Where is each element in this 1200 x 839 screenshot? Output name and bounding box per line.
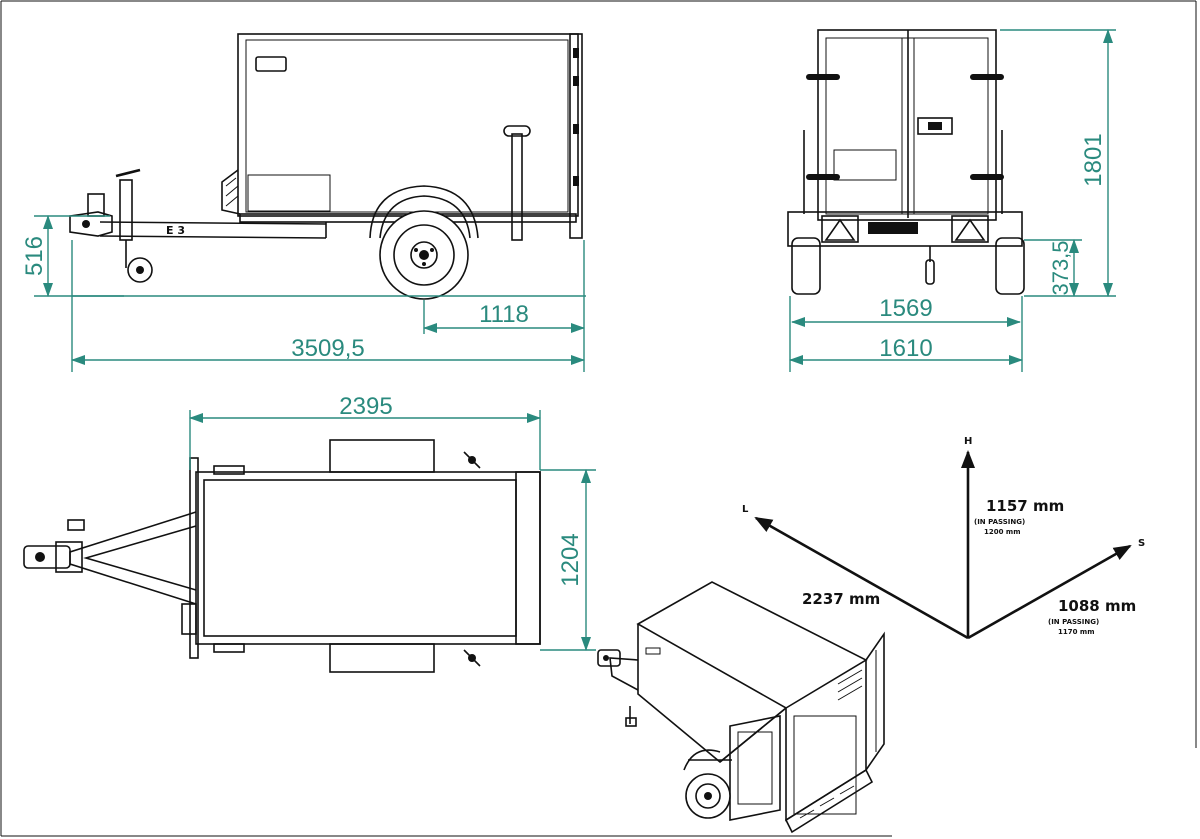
inner-width-note: (IN PASSING) xyxy=(1048,618,1099,626)
inner-width: 1088 mm xyxy=(1058,597,1136,615)
dim-top-box-length: 2395 xyxy=(339,393,392,420)
dim-top-box-width: 1204 xyxy=(557,533,584,586)
isometric-view xyxy=(597,581,885,834)
inner-length: 2237 mm xyxy=(802,590,880,608)
inner-dimension-axes: H L S 1157 mm (IN PASSING) 1200 mm 2237 … xyxy=(742,436,1145,640)
axis-label-h: H xyxy=(964,436,972,447)
dim-rear-track: 1569 xyxy=(879,295,932,322)
dim-side-axle-to-rear: 1118 xyxy=(479,301,529,328)
side-view: E 3 516 1118 3509,5 xyxy=(21,33,586,372)
inner-height: 1157 mm xyxy=(986,497,1064,515)
side-label: E 3 xyxy=(166,224,185,237)
inner-height-note: (IN PASSING) xyxy=(974,518,1025,526)
axis-label-s: S xyxy=(1138,538,1145,549)
top-view: 2395 1204 xyxy=(23,393,596,673)
dim-rear-height: 1801 xyxy=(1080,133,1107,186)
inner-width-passing: 1170 mm xyxy=(1058,628,1095,636)
rear-view: 1801 373,5 1569 1610 xyxy=(787,29,1116,372)
dim-rear-width: 1610 xyxy=(879,335,932,362)
dim-rear-floor-height: 373,5 xyxy=(1048,240,1073,295)
inner-height-passing: 1200 mm xyxy=(984,528,1021,536)
dim-side-total-length: 3509,5 xyxy=(291,335,364,362)
axis-label-l: L xyxy=(742,504,749,515)
dim-side-height-hitch: 516 xyxy=(21,236,48,276)
